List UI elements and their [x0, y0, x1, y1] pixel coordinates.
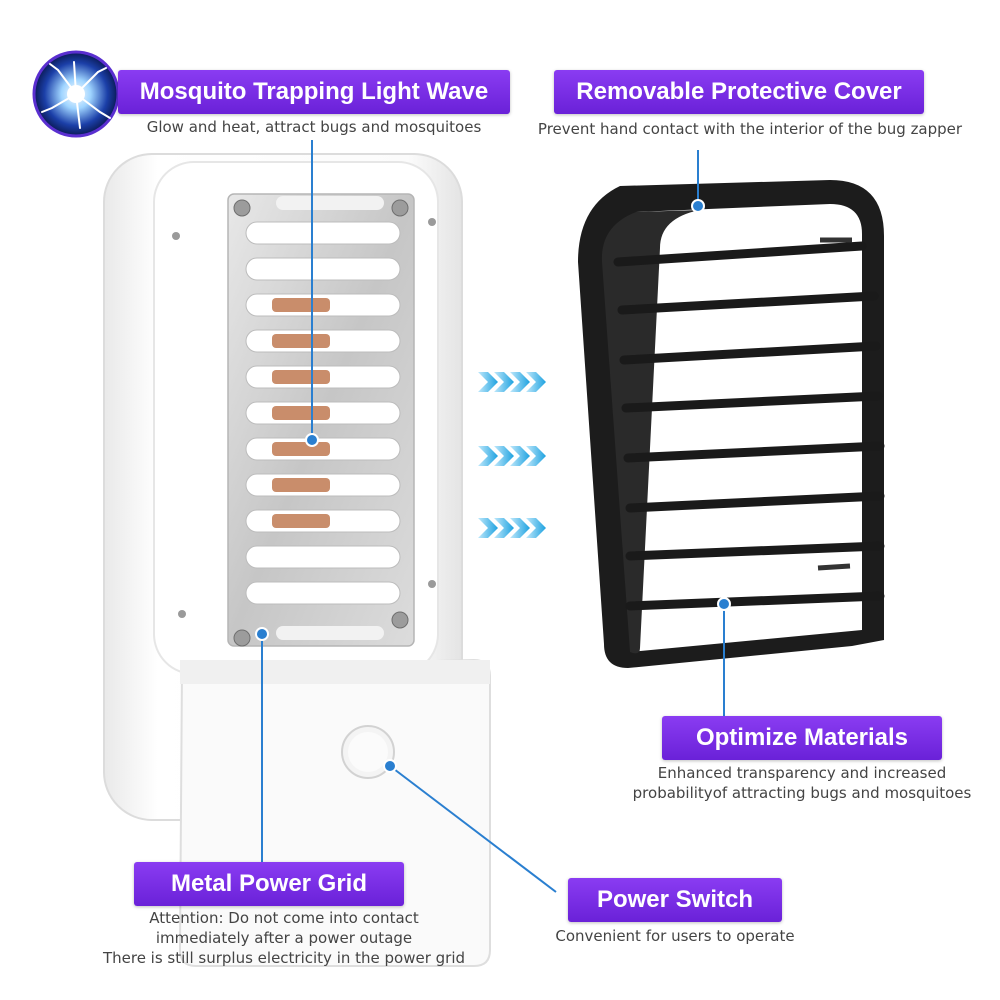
grid-desc-line-1: Attention: Do not come into contact — [149, 909, 419, 927]
power-switch-title: Power Switch — [568, 878, 782, 922]
materials-title: Optimize Materials — [662, 716, 942, 760]
callout-dot — [305, 433, 319, 447]
callout-dot — [691, 199, 705, 213]
bug-zapper-device — [103, 153, 491, 967]
power-switch-description: Convenient for users to operate — [555, 927, 795, 945]
cover-title: Removable Protective Cover — [554, 70, 924, 114]
light-wave-description: Glow and heat, attract bugs and mosquito… — [146, 118, 482, 136]
power-switch-button[interactable] — [341, 725, 395, 779]
callout-dot — [717, 597, 731, 611]
materials-desc-line-1: Enhanced transparency and increased — [657, 764, 947, 782]
direction-arrows — [478, 372, 546, 538]
callout-dot — [383, 759, 397, 773]
light-wave-title: Mosquito Trapping Light Wave — [118, 70, 510, 114]
protective-cover — [578, 180, 885, 668]
lightning-orb-icon — [32, 50, 120, 138]
materials-description: Enhanced transparency and increased prob… — [612, 763, 992, 803]
chevron-right-icon — [478, 518, 546, 538]
chevron-right-icon — [478, 372, 546, 392]
materials-desc-line-2: probabilityof attracting bugs and mosqui… — [632, 784, 972, 802]
metal-power-grid — [227, 193, 415, 647]
grid-description: Attention: Do not come into contact imme… — [94, 908, 474, 968]
grid-title: Metal Power Grid — [134, 862, 404, 906]
cover-description: Prevent hand contact with the interior o… — [537, 120, 963, 138]
callout-lines — [261, 140, 725, 893]
callout-dot — [255, 627, 269, 641]
grid-desc-line-2: immediately after a power outage — [155, 929, 413, 947]
chevron-right-icon — [478, 446, 546, 466]
grid-desc-line-3: There is still surplus electricity in th… — [102, 949, 466, 967]
